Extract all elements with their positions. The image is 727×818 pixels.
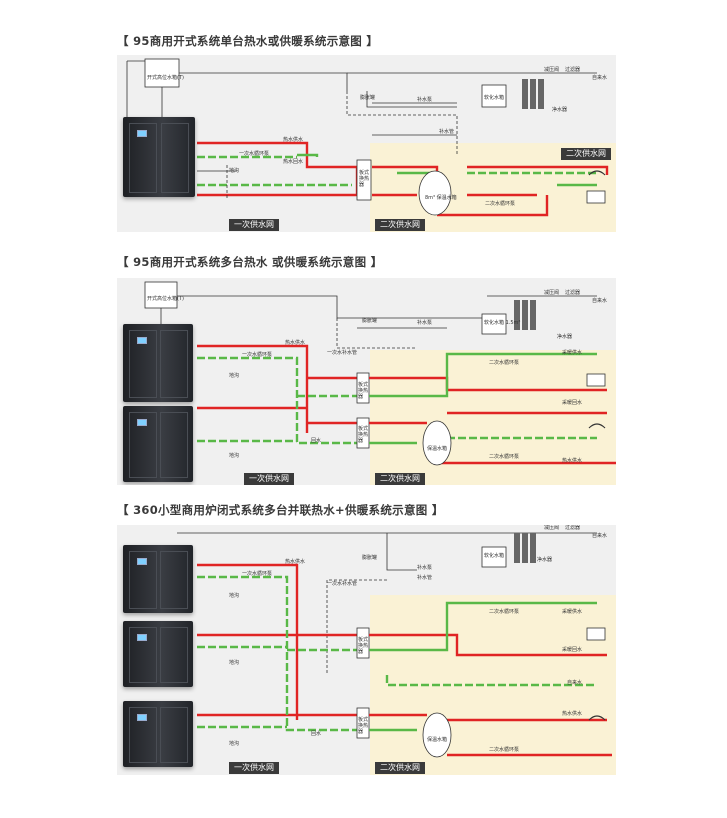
- plate-hx-label-1: 板式换热器: [358, 637, 369, 655]
- hot-supply-label: 热水供水: [283, 137, 304, 143]
- pipe-network-2: [144, 281, 616, 466]
- expansion-label: 膨胀罐: [362, 318, 378, 324]
- secondary-zone-label: 二次供水网: [375, 219, 425, 231]
- pressure-valve-label: 减压阀: [544, 290, 560, 296]
- heating-return-label: 采暖回水: [562, 647, 583, 653]
- secondary-zone-badge: 二次供水网: [561, 148, 611, 160]
- secondary-pump-label-a: 二次水循环泵: [489, 360, 520, 366]
- hot-supply-label: 热水供水: [285, 559, 306, 565]
- drain-label-1: 地沟: [229, 373, 240, 379]
- pressure-valve-label: 减压阀: [544, 525, 560, 531]
- tap-water-label: 自来水: [592, 298, 608, 304]
- boiler-unit-3: [123, 701, 193, 767]
- secondary-zone-label: 二次供水网: [375, 762, 425, 774]
- secondary-pump-label-b: 二次水循环泵: [489, 454, 520, 460]
- drain-label-2: 地沟: [229, 660, 240, 666]
- filter-label: 过滤器: [565, 67, 581, 73]
- purifier-label: 净水器: [552, 107, 568, 113]
- secondary-pump-label-a: 二次水循环泵: [489, 609, 520, 615]
- expansion-label: 膨胀罐: [360, 95, 376, 101]
- heating-return-label: 采暖回水: [562, 400, 583, 406]
- makeup-pipe-label: 补水管: [417, 575, 433, 581]
- makeup-pipe-label: 补水管: [439, 129, 455, 135]
- drain-label-3: 地沟: [229, 741, 240, 747]
- diagram-title-2: 【 95商用开式系统多台热水 或供暖系统示意图 】: [117, 255, 383, 269]
- pipe-network-1: [126, 58, 609, 217]
- diagram-panel-3: 软化水箱 减压阀 过滤器 自来水 净水器 膨胀罐 补水泵 补水管 一次水补水管 …: [117, 525, 616, 775]
- plate-hx-label-2: 板式换热器: [358, 717, 369, 735]
- makeup-water-pipe-label: 一次水补水管: [327, 350, 358, 356]
- primary-zone-label: 一次供水网: [229, 219, 279, 231]
- return-label: 回水: [311, 731, 322, 737]
- heating-supply-label: 采暖供水: [562, 350, 583, 356]
- open-tank-label: 开式高位水箱(T): [147, 296, 184, 302]
- expansion-label: 膨胀罐: [362, 555, 378, 561]
- makeup-pump-label: 补水泵: [417, 97, 433, 103]
- secondary-pump-label: 二次水循环泵: [485, 201, 516, 207]
- primary-pump-label: 一次水循环泵: [242, 352, 273, 358]
- purifier-label: 净水器: [557, 334, 573, 340]
- hot-water-label: 热水供水: [562, 458, 583, 464]
- primary-pump-label: 一次水循环泵: [242, 571, 273, 577]
- plate-hx-label-2: 板式换热器: [358, 426, 369, 444]
- diagram-panel-1: 开式高位水箱(T) 软化水箱 减压阀 过滤器 自来水 净水器 膨胀罐 补水泵 补…: [117, 55, 616, 232]
- diagram-panel-2: 开式高位水箱(T) 软化水箱 1.5m³ 减压阀 过滤器 自来水 净水器 膨胀罐…: [117, 278, 616, 485]
- drain-label: 地沟: [229, 168, 240, 174]
- secondary-zone-label: 二次供水网: [375, 473, 425, 485]
- boiler-unit: [123, 117, 195, 197]
- boiler-unit-2: [123, 406, 193, 482]
- drain-label-1: 地沟: [229, 593, 240, 599]
- primary-zone-label: 一次供水网: [244, 473, 294, 485]
- hot-supply-label: 热水供水: [285, 340, 306, 346]
- boiler-unit-1: [123, 545, 193, 613]
- return-label: 回水: [311, 438, 322, 444]
- boiler-unit-1: [123, 324, 193, 402]
- softener-label: 软化水箱: [484, 95, 505, 101]
- storage-tank-label: 保温水箱: [427, 446, 448, 452]
- primary-zone-label: 一次供水网: [229, 762, 279, 774]
- storage-tank-label: 保温水箱: [427, 737, 448, 743]
- open-tank-label: 开式高位水箱(T): [147, 75, 184, 81]
- primary-pump-label: 一次水循环泵: [239, 151, 270, 157]
- pressure-valve-label: 减压阀: [544, 67, 560, 73]
- filter-label: 过滤器: [565, 290, 581, 296]
- heating-supply-label: 采暖供水: [562, 609, 583, 615]
- softener-label: 软化水箱 1.5m³: [484, 320, 521, 326]
- hot-water-label: 热水供水: [562, 711, 583, 717]
- plate-hx-label-1: 板式换热器: [358, 382, 369, 400]
- makeup-pump-label: 补水泵: [417, 565, 433, 571]
- hot-return-label: 热水回水: [283, 159, 304, 165]
- filter-label: 过滤器: [565, 525, 581, 531]
- makeup-pump-label: 补水泵: [417, 320, 433, 326]
- pipe-network-3: [177, 532, 612, 758]
- drain-label-2: 地沟: [229, 453, 240, 459]
- softener-label: 软化水箱: [484, 553, 505, 559]
- diagram-title-3: 【 360小型商用炉闭式系统多台并联热水+供暖系统示意图 】: [117, 503, 444, 517]
- purifier-label: 净水器: [537, 557, 553, 563]
- storage-tank-label: 8m³ 保温水箱: [425, 195, 457, 201]
- tap-water-label-2: 自来水: [567, 680, 583, 686]
- control-screen: [137, 130, 147, 137]
- boiler-unit-2: [123, 621, 193, 687]
- secondary-pump-label-b: 二次水循环泵: [489, 747, 520, 753]
- tap-water-label: 自来水: [592, 75, 608, 81]
- diagram-title-1: 【 95商用开式系统单台热水或供暖系统示意图 】: [117, 34, 379, 48]
- tap-water-label: 自来水: [592, 533, 608, 539]
- plate-hx-label: 板式换热器: [359, 170, 370, 188]
- makeup-water-pipe-label: 一次水补水管: [327, 581, 358, 587]
